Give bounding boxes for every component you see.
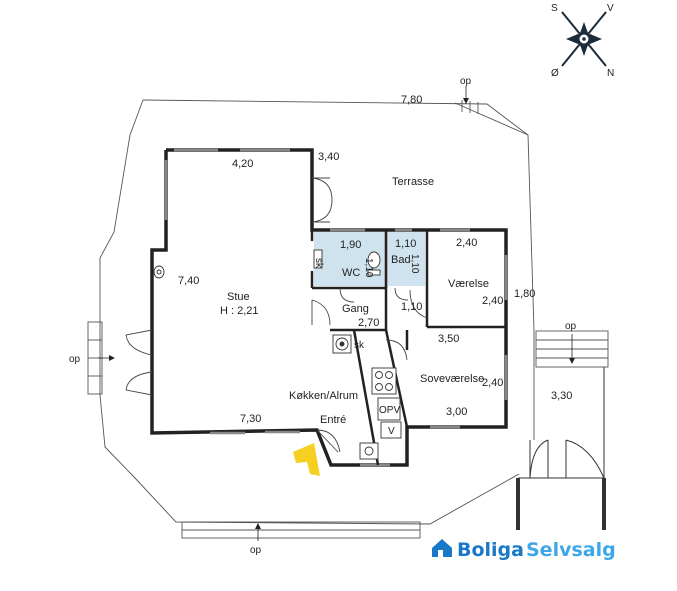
bad-width: 1,10 xyxy=(395,238,416,250)
stue-length: 7,40 xyxy=(178,275,199,287)
stairs-top-label: op xyxy=(460,76,472,87)
bad-floor xyxy=(388,232,425,286)
wc-label: WC xyxy=(342,267,360,279)
terrace-outline xyxy=(99,99,535,525)
terrace-width-top: 7,80 xyxy=(401,94,422,106)
stairs-right-arrow xyxy=(569,334,575,364)
stairs-left-arrow xyxy=(98,355,115,361)
sov-bottom: 3,00 xyxy=(446,406,467,418)
toilet-icon-stue xyxy=(153,265,165,279)
compass-s-label: S xyxy=(551,3,558,14)
terrace-stairs-top xyxy=(463,86,469,104)
kokken-label: Køkken/Alrum xyxy=(289,390,358,402)
compass-rose-icon xyxy=(561,11,607,67)
stue-label: Stue xyxy=(227,291,250,303)
terrace-stairs-bottom xyxy=(181,521,421,539)
vaerelse-label: Værelse xyxy=(448,278,489,290)
door-swings xyxy=(125,177,428,453)
sov-width: 3,50 xyxy=(438,333,459,345)
stairs-right-label: op xyxy=(565,321,577,332)
stue-height: H : 2,21 xyxy=(220,305,259,317)
wc-width: 1,90 xyxy=(340,239,361,251)
cabinet-outlines xyxy=(377,397,402,439)
sink-icon xyxy=(332,334,352,354)
annex-structure xyxy=(516,367,606,530)
kokken-width: 7,30 xyxy=(240,413,261,425)
entrance-arrow-icon xyxy=(293,443,320,476)
brand-name-a: Boliga xyxy=(457,539,524,561)
kitchen-sk: sk xyxy=(354,340,365,351)
terrace-width-right: 3,30 xyxy=(551,390,572,402)
entre-label: Entré xyxy=(320,414,346,426)
wc-depth: 1,10 xyxy=(363,258,374,278)
sov-depth: 2,40 xyxy=(482,377,503,389)
stue-width: 4,20 xyxy=(232,158,253,170)
terrace-label: Terrasse xyxy=(392,176,434,188)
opv-label: OPV xyxy=(379,405,400,416)
v-label: V xyxy=(388,426,395,437)
stove-icon xyxy=(371,367,397,395)
kitchen-sink-icon xyxy=(359,442,379,460)
stairs-left-label: op xyxy=(69,354,81,365)
gang-length: 2,70 xyxy=(358,317,379,329)
stairs-bottom-arrow xyxy=(255,523,261,541)
compass-n-label: N xyxy=(607,68,614,79)
bad-label: Bad xyxy=(391,254,411,266)
bay-width: 3,40 xyxy=(318,151,339,163)
boliga-house-icon xyxy=(432,539,452,557)
vaerelse-depth: 2,40 xyxy=(482,295,503,307)
wc-sk: sk xyxy=(313,258,324,269)
wc-sink-icon xyxy=(313,249,323,269)
bad-depth: 1,10 xyxy=(409,254,420,274)
sov-label: Soveværelse xyxy=(420,373,484,385)
stairs-bottom-label: op xyxy=(250,545,262,556)
compass-o-label: Ø xyxy=(551,68,559,79)
gang-width: 1,10 xyxy=(401,301,422,313)
compass-v-label: V xyxy=(607,3,614,14)
terrace-depth-right: 1,80 xyxy=(514,288,535,300)
gang-label: Gang xyxy=(342,303,369,315)
brand-name-b: Selvsalg xyxy=(526,539,616,561)
vaerelse-width: 2,40 xyxy=(456,237,477,249)
windows xyxy=(164,148,508,467)
toilet-icon xyxy=(367,251,381,276)
